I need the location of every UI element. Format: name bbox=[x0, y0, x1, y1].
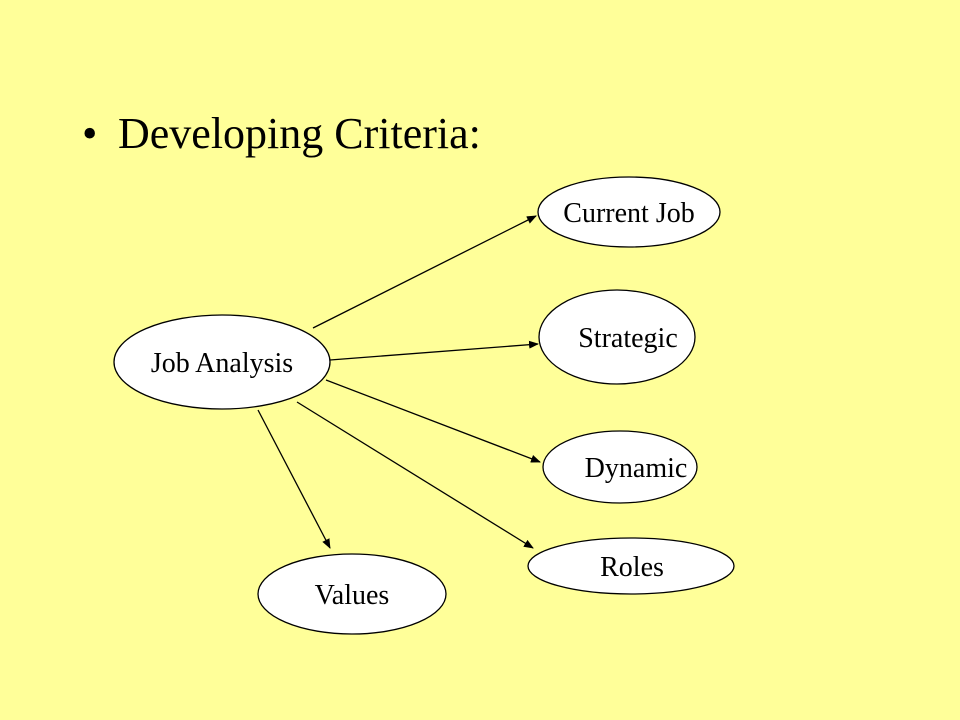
node-roles: Roles bbox=[527, 537, 735, 595]
node-values-label: Values bbox=[315, 580, 390, 611]
arrow-to-strategic bbox=[329, 340, 539, 361]
slide-heading: • Developing Criteria: bbox=[82, 106, 481, 162]
node-values: Values bbox=[257, 553, 447, 635]
node-job-analysis-label: Job Analysis bbox=[151, 348, 293, 379]
node-strategic: Strategic bbox=[538, 289, 696, 385]
node-strategic-label: Strategic bbox=[578, 323, 678, 354]
bullet-icon: • bbox=[82, 109, 98, 158]
node-dynamic: Dynamic bbox=[542, 430, 698, 504]
node-dynamic-label: Dynamic bbox=[585, 453, 688, 484]
node-current-job-label: Current Job bbox=[563, 198, 694, 229]
arrow-to-dynamic bbox=[325, 379, 541, 463]
arrow-to-roles bbox=[296, 401, 534, 549]
arrow-to-current-job bbox=[312, 215, 537, 329]
heading-text: Developing Criteria: bbox=[118, 109, 481, 158]
node-current-job: Current Job bbox=[537, 176, 721, 248]
arrow-to-values bbox=[257, 409, 331, 549]
node-roles-label: Roles bbox=[600, 552, 664, 583]
node-job-analysis: Job Analysis bbox=[113, 314, 331, 410]
